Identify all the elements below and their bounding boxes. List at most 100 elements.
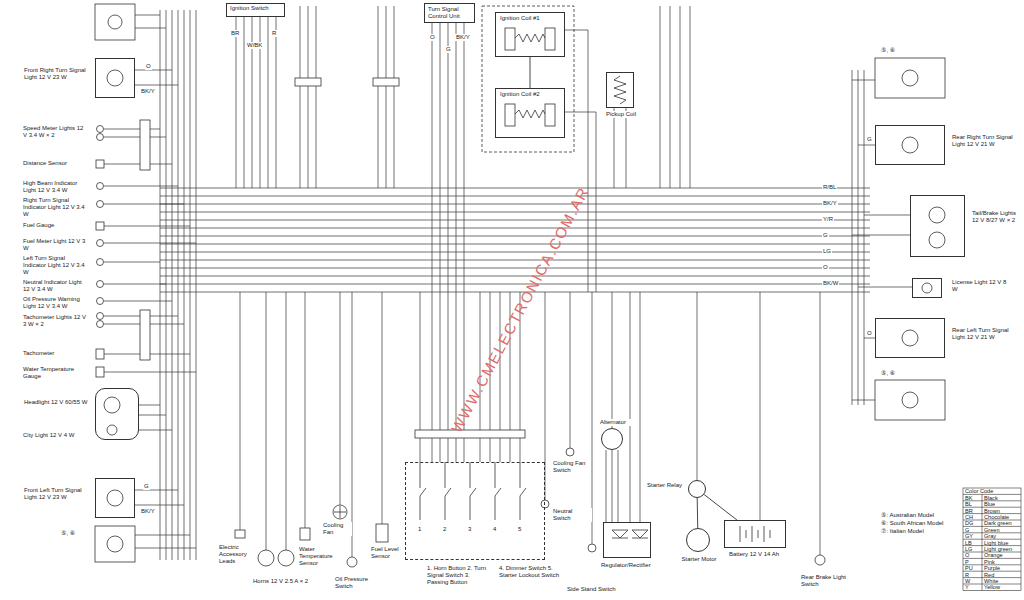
bulb-symbol [108, 15, 122, 29]
component-label: Ignition Coil #2 [499, 91, 563, 98]
wire-bundle [240, 292, 820, 557]
table-cell: Gray [984, 533, 1020, 539]
wire-code: BK/Y [140, 88, 156, 95]
component-label: License Light 12 V 8 W [951, 279, 1013, 293]
color-code-table [963, 488, 1021, 590]
bulb-symbol [902, 70, 918, 86]
table-cell: Red [984, 572, 1020, 578]
component-label: Oil Pressure Switch [334, 576, 382, 590]
component-label: Water Temperature Sensor [298, 546, 343, 567]
connector-block [415, 430, 525, 438]
component-symbol [815, 555, 825, 565]
table-cell: Light blue [984, 540, 1020, 546]
watermark: WWW.CMELECTRONICA.COM.AR [447, 183, 593, 437]
component-label: Starter Relay [646, 482, 687, 489]
bulb-symbol [902, 392, 918, 408]
callout-number: 5 [517, 526, 522, 533]
table-cell: White [984, 578, 1020, 584]
table-cell: Y [965, 584, 981, 590]
component-symbol [235, 448, 825, 567]
lamp-housing [875, 380, 945, 420]
component-label: Cooling Fan [322, 522, 352, 536]
wire-bundle [104, 15, 196, 548]
model-note: ⑥: South African Model [880, 520, 958, 527]
table-cell: G [965, 527, 981, 533]
wire-code: R [271, 30, 277, 37]
relay-symbol: Starter Relay [688, 480, 706, 498]
bulb-symbol [902, 137, 918, 153]
component-label: 4. Dimmer Switch 5. Starter Lockout Swit… [498, 565, 564, 579]
lamp-housing: Headlight 12 V 60/55 W [95, 388, 139, 440]
table-cell: Green [984, 527, 1020, 533]
callout-number: 2 [442, 526, 447, 533]
gauge-symbol [96, 349, 104, 359]
gauge-symbol [96, 367, 104, 377]
component-label: Tail/Brake Lights 12 V 8/27 W × 2 [971, 210, 1019, 224]
table-cell: Black [984, 495, 1020, 501]
bulb-symbol [97, 201, 104, 208]
control-unit: Turn Signal Control Unit [424, 3, 475, 23]
bulb-symbol [97, 281, 104, 288]
wire-code: Y/R [822, 216, 834, 223]
wire-bundle [160, 188, 870, 292]
callout-number: 4 [492, 526, 497, 533]
component-symbol [541, 500, 549, 508]
bulb-symbol [97, 183, 104, 190]
table-cell: DG [965, 520, 981, 526]
wire-bundle [160, 10, 196, 560]
component-label: Rear Right Turn Signal Light 12 V 21 W [951, 134, 1019, 148]
table-cell: Chocolate [984, 514, 1020, 520]
component-symbol [278, 550, 294, 566]
bulb-symbol [97, 126, 104, 133]
component-symbol [376, 524, 388, 542]
wire-code: BR [230, 30, 240, 37]
component-label: City Light 12 V 4 W [22, 432, 90, 439]
component-label: Left Turn Signal Indicator Light 12 V 3.… [22, 255, 90, 276]
wire-code: BK/Y [822, 200, 838, 207]
wire-code: O [822, 264, 829, 271]
component-symbol [258, 550, 274, 566]
component-symbol [588, 544, 596, 552]
lamp-housing: Tail/Brake Lights 12 V 8/27 W × 2 [910, 195, 965, 257]
model-note: ⑤: Australian Model [880, 512, 958, 519]
table-cell: W [965, 578, 981, 584]
table-cell: Purple [984, 565, 1020, 571]
model-note: ⑦: Italian Model [880, 528, 958, 535]
component-label: Side Stand Switch [566, 586, 617, 593]
component-label: Ignition Coil #1 [499, 15, 563, 22]
component-label: Tachometer Lights 12 V 3 W × 2 [22, 314, 90, 328]
table-header: Color Code [965, 488, 1019, 494]
bulb-symbol [97, 298, 104, 305]
component-label: Horns 12 V 2.5 A × 2 [252, 578, 322, 585]
table-cell: BL [965, 501, 981, 507]
component-label: Ignition Switch [229, 5, 283, 12]
component-label: Regulator/Rectifier [600, 562, 666, 569]
wire-bundle [606, 450, 618, 522]
bulb-symbol [929, 207, 945, 223]
gauge-symbol [96, 160, 104, 377]
wire-bundle [300, 6, 394, 188]
component-label: Water Temperature Gauge [22, 366, 90, 380]
component-label: Right Turn Signal Indicator Light 12 V 3… [22, 197, 90, 218]
bulb-symbol [104, 397, 120, 413]
component-symbol [420, 462, 526, 520]
component-symbol [235, 530, 245, 538]
coil-symbol [482, 6, 626, 152]
component-symbol [612, 530, 648, 538]
lamp-housing [95, 4, 945, 562]
bulb-symbol [107, 536, 123, 552]
wire-bundle [104, 6, 912, 560]
component-label: Oil Pressure Warning Light 12 V 3.4 W [22, 296, 90, 310]
bulb-symbol [97, 259, 104, 266]
wire-code: BK/Y [140, 508, 156, 515]
component-label: Neutral Indicator Light 12 V 3.4 W [22, 279, 90, 293]
component-label: Speed Meter Lights 12 V 3.4 W × 2 [22, 125, 90, 139]
component-label: Rear Left Turn Signal Light 12 V 21 W [951, 327, 1019, 341]
color-code-table [963, 488, 1021, 590]
wire-bundle [852, 70, 912, 405]
switch-housing: 1. Horn Button 2. Turn Signal Switch 3. … [405, 462, 545, 560]
connector-block [295, 78, 321, 86]
wire-code: R/BL [822, 184, 837, 191]
wire-code: O [866, 330, 873, 337]
